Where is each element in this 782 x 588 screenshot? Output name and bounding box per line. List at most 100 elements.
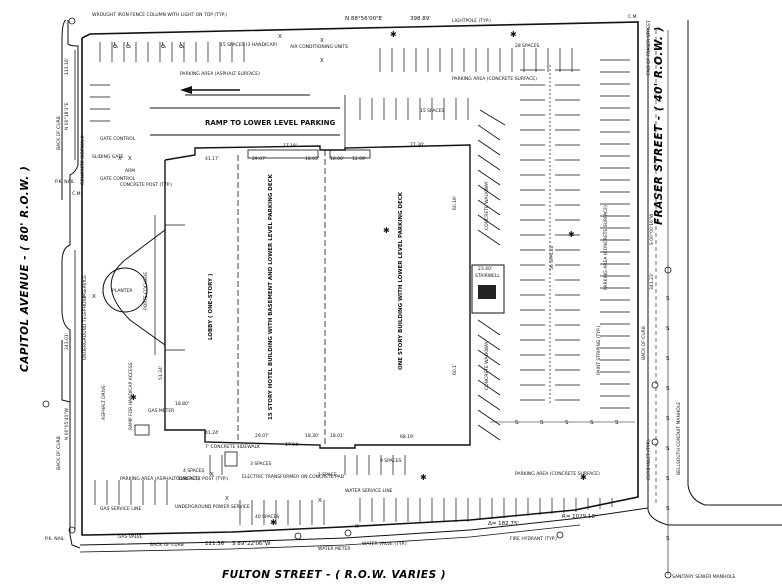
svg-text:S: S: [565, 420, 569, 426]
svg-text:✱: ✱: [390, 30, 397, 39]
svg-text:✱: ✱: [130, 393, 137, 402]
transformer-label: ELECTRIC TRANSFORMER ON CONCRETE PAD: [242, 474, 345, 480]
svg-text:S: S: [540, 420, 544, 426]
hotel-label: 15 STORY HOTEL BUILDING WITH BASEMENT AN…: [268, 173, 274, 420]
svg-text:✱: ✱: [383, 226, 390, 235]
back-of-curb-east: BACK OF CURB: [641, 326, 647, 360]
svg-text:S: S: [666, 536, 670, 542]
ramp-label: RAMP TO LOWER LEVEL PARKING: [205, 119, 336, 127]
dimension: 18.06': [330, 156, 344, 162]
back-of-curb-west: BACK OF CURB: [56, 116, 62, 150]
dimension: 18.80': [175, 401, 189, 407]
svg-text:✱: ✱: [580, 473, 587, 482]
gate-control-label-2: GATE CONTROL: [100, 176, 136, 182]
parking-4-spaces: 4 SPACES: [183, 468, 205, 474]
parking-area-asphalt-sw: PARKING AREA (ASPHALT SURFACE): [120, 476, 200, 482]
svg-text:S: S: [666, 446, 670, 452]
arm-label: ARM: [125, 168, 135, 174]
dimension: 29.07': [252, 156, 266, 162]
end-fraser-label: END OF FRASER STREET: [646, 20, 652, 75]
parking-area-asphalt-top: PARKING AREA (ASPHALT SURFACE): [180, 71, 260, 77]
svg-text:✱: ✱: [568, 230, 575, 239]
dimension: 60.16': [452, 196, 458, 210]
west-bearing-lower: N 00°05'41"W: [64, 407, 70, 440]
sidewalk-south-label: 7' CONCRETE SIDEWALK: [205, 444, 261, 450]
dimension: 12.09': [352, 156, 366, 162]
lightpole-note: LIGHTPOLE (TYP.): [452, 18, 491, 24]
water-meter-label: WATER METER: [318, 546, 351, 552]
svg-text:S: S: [666, 386, 670, 392]
svg-text:X: X: [210, 472, 214, 478]
svg-text:✱: ✱: [270, 518, 277, 527]
svg-text:S: S: [615, 420, 619, 426]
porte-cochere: [102, 215, 185, 355]
dimension: 60.1': [452, 364, 458, 375]
curve-radius: R= 1029.18': [562, 514, 596, 520]
dimension: 17.18': [283, 143, 297, 149]
telephone-service-label: UNDERGROUND TELEPHONE SERVICE: [82, 275, 88, 360]
ac-units-label: AIR CONDITIONING UNITS: [290, 44, 348, 50]
water-service-label: WATER SERVICE LINE: [345, 488, 393, 494]
main-building: [164, 144, 471, 449]
asphalt-drive-label: ASPHALT DRIVE: [101, 385, 107, 420]
ramp-handicap-label: RAMP FOR HANDICAP ACCESS: [128, 362, 134, 430]
fence-line: X X X X X X X X X X X: [82, 34, 359, 530]
dimension: 41.24': [205, 430, 219, 436]
south-distance: 221.56': [205, 541, 226, 547]
gas-valve-label: GAS VALVE: [118, 534, 143, 540]
east-street-curb: [647, 20, 782, 526]
svg-text:X: X: [225, 496, 229, 502]
handicap-icons: ♿ ♿ ♿ ♿: [112, 41, 185, 50]
svg-text:X: X: [320, 38, 324, 44]
concrete-sidewalk-west: CONCRETE SIDEWALK: [80, 135, 86, 185]
concrete-walkway-label: CONCRETE WALKWAY: [484, 181, 490, 230]
gas-service-label: GAS SERVICE LINE: [100, 506, 141, 512]
utility-markers: [42, 17, 659, 540]
parking-15-spaces: 15 SPACES (3 HANDICAP): [220, 42, 277, 48]
svg-text:X: X: [128, 156, 132, 162]
dimension: 77.30': [410, 142, 424, 148]
curve-delta: Δ= 182.75': [488, 521, 519, 527]
sanitary-manhole-label: SANITARY SEWER MANHOLE: [672, 574, 736, 580]
stairwell: [471, 264, 505, 314]
capitol-avenue-label: CAPITOL AVENUE - ( 80' R.O.W. ): [19, 166, 31, 372]
fraser-street-label: FRASER STREET - ( 40' R.O.W. ): [653, 26, 665, 225]
planter-label: PLANTER: [112, 288, 133, 294]
cm-label: C.M.: [628, 14, 638, 20]
ramp-arrow: [150, 86, 346, 150]
diagonal-parking-east: [477, 109, 506, 441]
svg-text:S: S: [515, 420, 519, 426]
fulton-street-label: FULTON STREET - ( R.O.W. VARIES ): [222, 569, 446, 581]
east-distance: 341.23': [649, 273, 655, 290]
dimension: 18.30': [305, 433, 319, 439]
concrete-post-label-2: CONCRETE POST (TYP.): [176, 476, 228, 482]
svg-text:X: X: [118, 156, 122, 162]
property-boundary: [81, 21, 639, 536]
west-bearing-upper: N 00°18'3"E: [64, 102, 70, 130]
dimension: 23.40': [478, 266, 492, 272]
gate-control-label: GATE CONTROL: [100, 136, 136, 142]
power-service-label: UNDERGROUND POWER SERVICE: [175, 504, 250, 510]
west-distance-lower: 243.01': [64, 333, 70, 350]
svg-text:♿: ♿: [125, 41, 132, 50]
dimension: 18.05': [305, 156, 319, 162]
east-bearing: S 00°00'16"W: [649, 213, 655, 245]
svg-text:X: X: [82, 294, 86, 300]
curb-inlet-label: CURB INLET (TYP.): [646, 439, 652, 480]
parking-area-concrete-e: PARKING AREA (CONCRETE SURFACE): [603, 205, 609, 290]
paint-striping-label: PAINT STRIPING (TYP.): [596, 326, 602, 375]
pk-nail-top: P.K. NAIL: [55, 179, 75, 185]
parking-28-spaces: 28 SPACES: [515, 43, 539, 49]
fire-hydrant-label: FIRE HYDRANT (TYP.): [510, 536, 557, 542]
svg-text:S: S: [666, 476, 670, 482]
svg-text:X: X: [355, 524, 359, 530]
svg-text:S: S: [590, 420, 594, 426]
svg-text:✱: ✱: [510, 30, 517, 39]
svg-text:X: X: [92, 294, 96, 300]
parking-stripes-bottom: [94, 455, 613, 525]
parking-stripes-middle: [520, 65, 580, 405]
svg-text:S: S: [666, 506, 670, 512]
parking-9-spaces: 9 SPACES: [380, 458, 402, 464]
